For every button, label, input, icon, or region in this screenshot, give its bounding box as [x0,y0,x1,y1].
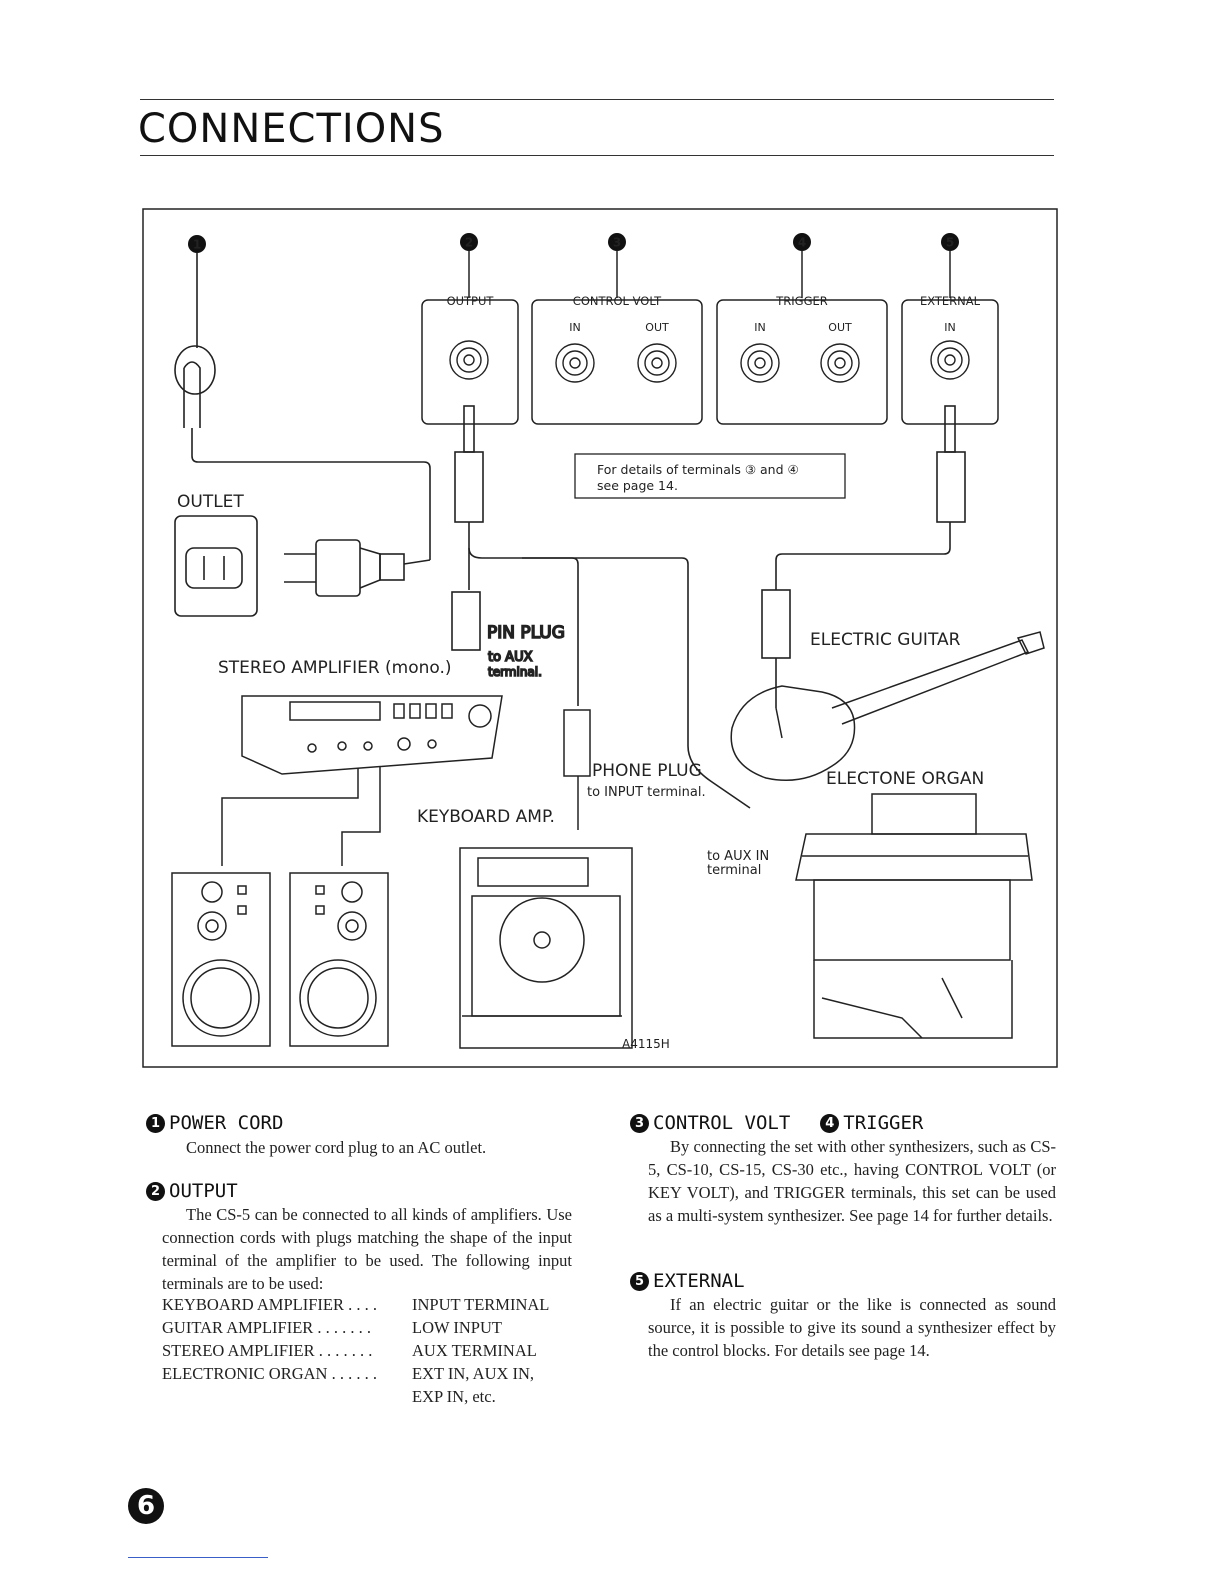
output-heading-text: OUTPUT [169,1180,238,1202]
note-line-2: see page 14. [597,478,678,493]
control-trigger-body: By connecting the set with other synthes… [648,1137,1056,1225]
table-cell-terminal: EXP IN, etc. [412,1387,496,1406]
table-row: ELECTRONIC ORGAN . . . . . . EXT IN, AUX … [162,1362,572,1385]
external-heading: 5 EXTERNAL [630,1270,745,1292]
to-aux-in-label: to AUX IN [707,849,769,864]
output-cable: PIN PLUG to AUX terminal. [451,405,751,809]
power-cord-body: Connect the power cord plug to an AC out… [186,1138,487,1157]
table-row: STEREO AMPLIFIER . . . . . . . AUX TERMIN… [162,1339,572,1362]
control-volt-jack-icons [555,343,677,383]
control-trigger-heading: 3 CONTROL VOLT 4 TRIGGER [630,1112,923,1134]
control-volt-panel: CONTROL VOLT IN OUT [531,294,703,425]
table-cell-terminal: EXT IN, AUX IN, [412,1364,535,1383]
trigger-panel: TRIGGER IN OUT [716,294,888,425]
to-input-label: to INPUT terminal. [587,785,706,800]
aux-in-terminal-label: terminal [707,863,761,878]
power-cord-heading: 1 POWER CORD [146,1112,283,1134]
electric-guitar-icon [730,631,1045,781]
trigger-panel-label: TRIGGER [775,294,828,308]
power-cord-heading-text: POWER CORD [169,1112,284,1134]
electric-guitar-label: ELECTRIC GUITAR [810,630,961,650]
keyboard-amplifier-icon: A4115H [459,847,670,1051]
stereo-amplifier-icon [221,695,503,866]
phone-plug-icon [563,709,591,830]
top-rule [140,99,1054,100]
control-volt-panel-label: CONTROL VOLT [573,294,662,308]
electone-organ-icon [795,793,1033,1039]
footer-rule [128,1557,268,1558]
callout-5-marker: 5 [941,233,959,298]
to-aux-label: to AUX [488,650,533,665]
control-volt-heading-text: CONTROL VOLT [653,1112,791,1134]
callout-5-text: 5 [946,236,954,250]
stereo-amp-label: STEREO AMPLIFIER (mono.) [218,658,452,678]
title-underline [140,155,1054,156]
table-cell-amplifier: KEYBOARD AMPLIFIER . . . . [162,1295,377,1314]
page-title: CONNECTIONS [138,106,445,152]
external-number-badge: 5 [630,1271,649,1291]
trigger-heading-text: TRIGGER [843,1112,924,1134]
power-cord-number-badge: 1 [146,1113,165,1133]
callout-2-marker: 2 [460,233,478,298]
table-row: KEYBOARD AMPLIFIER . . . . INPUT TERMINAL [162,1293,572,1316]
table-cell-amplifier: ELECTRONIC ORGAN . . . . . . [162,1364,377,1383]
external-cable [761,405,966,708]
table-cell-terminal: LOW INPUT [412,1318,502,1337]
output-body: The CS-5 can be connected to all kinds o… [162,1205,572,1293]
callout-3-marker: 3 [608,233,626,298]
connection-diagram: 1 OUTLET 2 3 4 5 [142,208,1058,1068]
trigger-jack-icons [740,343,860,383]
note-line-1: For details of terminals ③ and ④ [597,462,799,477]
callout-1-text: 1 [193,238,201,252]
external-body: If an electric guitar or the like is con… [648,1295,1056,1360]
trigger-out-label: OUT [828,321,852,334]
right-speaker-icon [289,872,389,1047]
table-row: GUITAR AMPLIFIER . . . . . . . LOW INPUT [162,1316,572,1339]
table-row: EXP IN, etc. [162,1385,572,1408]
keyboard-amp-label: KEYBOARD AMP. [417,807,555,827]
external-panel: EXTERNAL IN [901,294,999,425]
callout-3-text: 3 [613,236,621,250]
external-jack-icon [930,340,970,380]
outlet-label: OUTLET [177,492,244,512]
pin-plug-label: PIN PLUG [487,623,565,643]
control-volt-number-badge: 3 [630,1113,649,1133]
trigger-in-label: IN [754,321,765,334]
control-volt-in-label: IN [569,321,580,334]
callout-2-text: 2 [465,236,473,250]
left-speaker-icon [171,872,271,1047]
external-panel-label: EXTERNAL [920,294,981,308]
callout-4-text: 4 [798,236,806,250]
control-volt-out-label: OUT [645,321,669,334]
input-terminal-table: KEYBOARD AMPLIFIER . . . . INPUT TERMINAL… [162,1293,572,1408]
phone-plug-label: PHONE PLUG [592,761,702,781]
output-jack-icon [449,340,489,380]
power-cord-coil [174,253,431,565]
output-number-badge: 2 [146,1181,165,1201]
figure-code: A4115H [622,1037,670,1051]
table-cell-terminal: INPUT TERMINAL [412,1295,550,1314]
external-heading-text: EXTERNAL [653,1270,745,1292]
table-cell-amplifier: GUITAR AMPLIFIER . . . . . . . [162,1318,372,1337]
output-panel: OUTPUT [421,294,519,425]
table-cell-terminal: AUX TERMINAL [412,1341,537,1360]
page-number-badge: 6 [128,1488,164,1524]
output-panel-label: OUTPUT [447,294,495,308]
note-box: For details of terminals ③ and ④ see pag… [574,453,846,499]
electone-organ-label: ELECTONE ORGAN [826,769,984,789]
external-in-label: IN [944,321,955,334]
table-cell-amplifier: STEREO AMPLIFIER . . . . . . . [162,1341,373,1360]
table-cell-amplifier [162,1385,412,1408]
aux-terminal-label: terminal. [488,665,542,679]
outlet-icon [174,515,258,617]
power-plug-icon [284,539,405,597]
output-heading: 2 OUTPUT [146,1180,238,1202]
callout-4-marker: 4 [793,233,811,298]
callout-1-marker: 1 [188,235,206,253]
trigger-number-badge: 4 [820,1113,840,1133]
